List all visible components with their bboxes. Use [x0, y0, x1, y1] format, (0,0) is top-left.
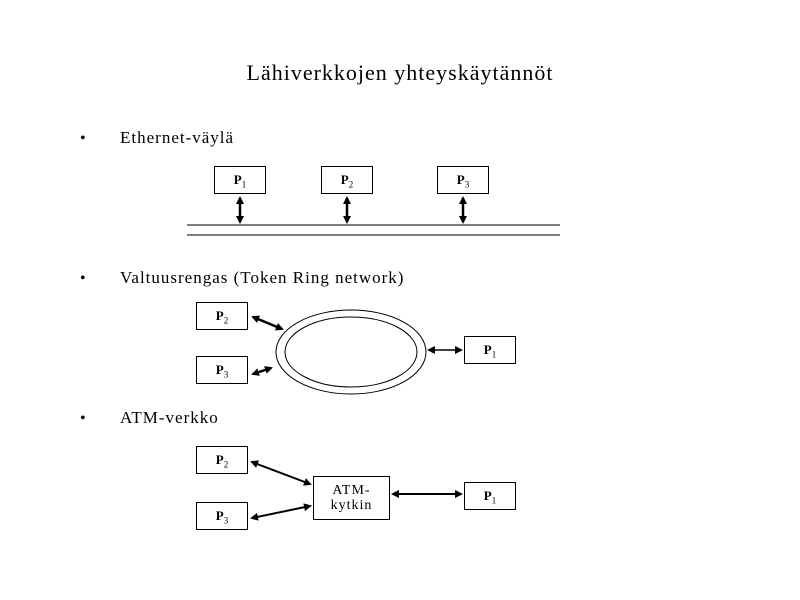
ring-node-p3: P3 [196, 356, 248, 384]
atm-switch: ATM- kytkin [313, 476, 390, 520]
section-heading-ethernet: • Ethernet-väylä [80, 128, 234, 148]
atm-switch-label-line1: ATM- [332, 483, 371, 498]
ring-arrow-p2 [251, 315, 284, 331]
node-name: P [233, 172, 242, 187]
atm-node-p1: P1 [464, 482, 516, 510]
node-subscript: 2 [223, 459, 229, 470]
node-name: P [215, 362, 224, 377]
node-subscript: 2 [348, 179, 354, 190]
page-title: Lähiverkkojen yhteyskäytännöt [246, 60, 554, 85]
node-subscript: 3 [223, 515, 229, 526]
atm-node-p2: P2 [196, 446, 248, 474]
node-name: P [456, 172, 465, 187]
bullet-icon: • [80, 130, 87, 147]
section-label: Ethernet-väylä [120, 128, 235, 147]
section-heading-token-ring: • Valtuusrengas (Token Ring network) [80, 268, 404, 288]
node-name: P [215, 508, 224, 523]
node-subscript: 3 [464, 179, 470, 190]
node-subscript: 1 [241, 179, 247, 190]
node-name: P [215, 308, 224, 323]
node-name: P [340, 172, 349, 187]
atm-node-p3: P3 [196, 502, 248, 530]
node-subscript: 1 [491, 349, 497, 360]
section-label: Valtuusrengas (Token Ring network) [120, 268, 405, 287]
ring-node-p1: P1 [464, 336, 516, 364]
node-subscript: 3 [223, 369, 229, 380]
bullet-icon: • [80, 410, 87, 427]
bullet-icon: • [80, 270, 87, 287]
token-ring-outer [275, 309, 427, 395]
node-name: P [215, 452, 224, 467]
ring-node-p2: P2 [196, 302, 248, 330]
node-subscript: 2 [223, 315, 229, 326]
node-name: P [483, 488, 492, 503]
ethernet-node-p1: P1 [214, 166, 266, 194]
ethernet-node-p3: P3 [437, 166, 489, 194]
atm-arrow-p2 [250, 460, 312, 486]
ethernet-node-p2: P2 [321, 166, 373, 194]
section-heading-atm: • ATM-verkko [80, 408, 219, 428]
node-name: P [483, 342, 492, 357]
token-ring-inner [284, 316, 418, 388]
section-label: ATM-verkko [120, 408, 219, 427]
node-subscript: 1 [491, 495, 497, 506]
atm-arrow-p3 [250, 503, 312, 521]
ring-arrow-p3 [251, 366, 273, 376]
atm-switch-label-line2: kytkin [330, 498, 373, 513]
